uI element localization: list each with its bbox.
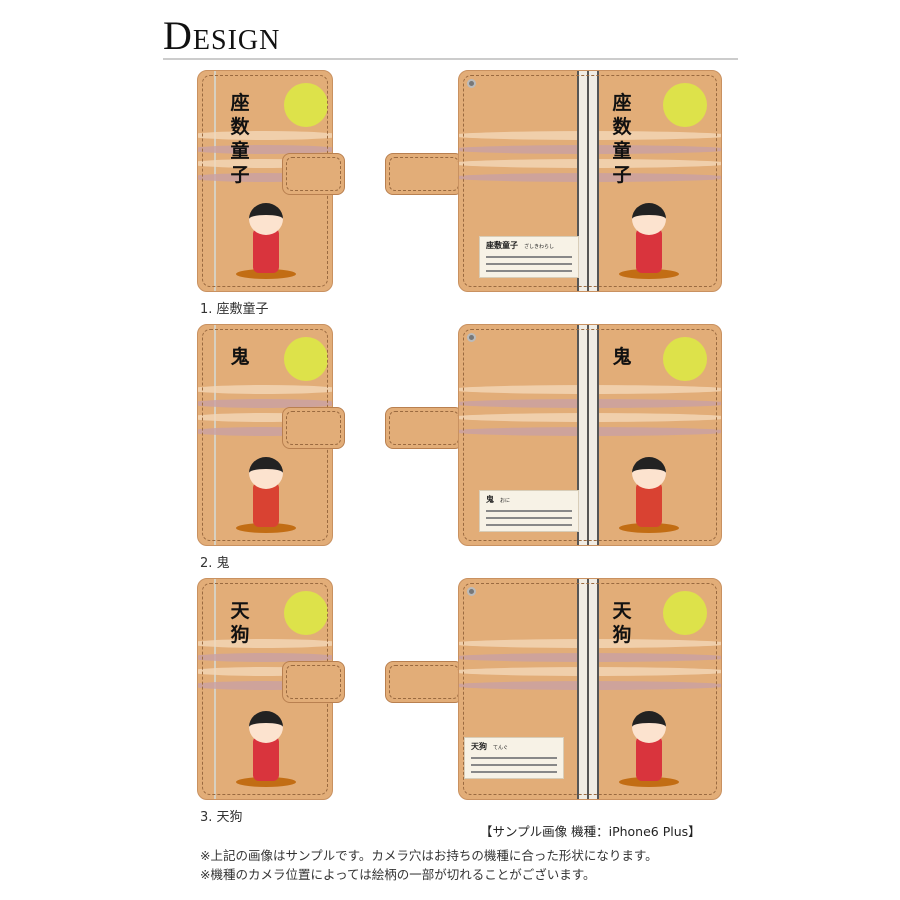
design-kanji: 鬼 <box>230 346 250 368</box>
description-reading: てんぐ <box>493 745 509 751</box>
design-kanji: 狗 <box>612 624 632 646</box>
design-row: 鬼 鬼 鬼おに 2. 鬼 <box>0 254 900 571</box>
description-card: 鬼おに <box>479 490 579 532</box>
design-kanji: 座 <box>612 92 632 114</box>
description-title: 天狗 <box>471 741 487 751</box>
description-title: 鬼 <box>486 494 494 504</box>
notes: ※上記の画像はサンプルです。カメラ穴はお持ちの機種に合った形状になります。 ※機… <box>200 846 658 884</box>
character-illustration <box>619 697 679 787</box>
description-title: 座敷童子 <box>486 240 518 250</box>
design-kanji: 童 <box>230 140 250 162</box>
design-label: 3. 天狗 <box>200 810 243 825</box>
case-strap <box>282 407 345 449</box>
open-case-image: 天狗 天狗てんぐ <box>458 578 722 800</box>
wave-pattern <box>198 399 332 408</box>
case-spine <box>577 325 599 545</box>
description-reading: ざしきわらし <box>524 244 555 250</box>
design-label: 2. 鬼 <box>200 556 230 571</box>
design-kanji: 座 <box>230 92 250 114</box>
moon <box>663 591 707 635</box>
wave-pattern <box>198 131 332 140</box>
camera-hole <box>467 587 476 596</box>
design-kanji: 天 <box>230 600 250 622</box>
case-spine <box>577 71 599 291</box>
case-spine <box>577 579 599 799</box>
design-kanji: 数 <box>612 116 632 138</box>
moon <box>284 83 328 127</box>
wave-pattern <box>198 639 332 648</box>
open-case-strap <box>385 661 463 703</box>
character-illustration <box>236 189 296 279</box>
wave-pattern <box>198 667 332 676</box>
character-illustration <box>619 189 679 279</box>
design-kanji: 狗 <box>230 624 250 646</box>
note-1: ※上記の画像はサンプルです。カメラ穴はお持ちの機種に合った形状になります。 <box>200 848 658 863</box>
open-case-strap <box>385 407 463 449</box>
design-kanji: 天 <box>612 600 632 622</box>
title-divider <box>163 58 738 60</box>
design-row: 座数童子 座数童子 座敷童子ざしきわらし 1. 座敷童子 <box>0 0 900 317</box>
description-card: 天狗てんぐ <box>464 737 564 779</box>
design-kanji: 鬼 <box>612 346 632 368</box>
wave-pattern <box>198 159 332 168</box>
design-kanji: 童 <box>612 140 632 162</box>
wave-pattern <box>198 681 332 690</box>
wave-pattern <box>198 145 332 154</box>
wave-pattern <box>198 413 332 422</box>
moon <box>284 591 328 635</box>
camera-hole <box>467 333 476 342</box>
design-row: 天狗 天狗 天狗てんぐ 3. 天狗 <box>0 508 900 825</box>
case-strap <box>282 153 345 195</box>
closed-case-image: 座数童子 <box>197 70 333 292</box>
moon <box>663 83 707 127</box>
wave-pattern <box>198 653 332 662</box>
design-kanji: 子 <box>612 164 632 186</box>
moon <box>663 337 707 381</box>
moon <box>284 337 328 381</box>
description-reading: おに <box>500 498 511 504</box>
character-illustration <box>236 697 296 787</box>
character-illustration <box>236 443 296 533</box>
note-2: ※機種のカメラ位置によっては絵柄の一部が切れることがございます。 <box>200 867 596 882</box>
camera-hole <box>467 79 476 88</box>
open-case-image: 座数童子 座敷童子ざしきわらし <box>458 70 722 292</box>
character-illustration <box>619 443 679 533</box>
design-kanji: 子 <box>230 164 250 186</box>
case-strap <box>282 661 345 703</box>
sample-note: 【サンプル画像 機種：iPhone6 Plus】 <box>480 824 701 839</box>
open-case-strap <box>385 153 463 195</box>
description-card: 座敷童子ざしきわらし <box>479 236 579 278</box>
wave-pattern <box>198 427 332 436</box>
page-title: Design <box>163 13 281 58</box>
wave-pattern <box>198 173 332 182</box>
design-kanji: 数 <box>230 116 250 138</box>
wave-pattern <box>198 385 332 394</box>
design-label: 1. 座敷童子 <box>200 302 269 317</box>
